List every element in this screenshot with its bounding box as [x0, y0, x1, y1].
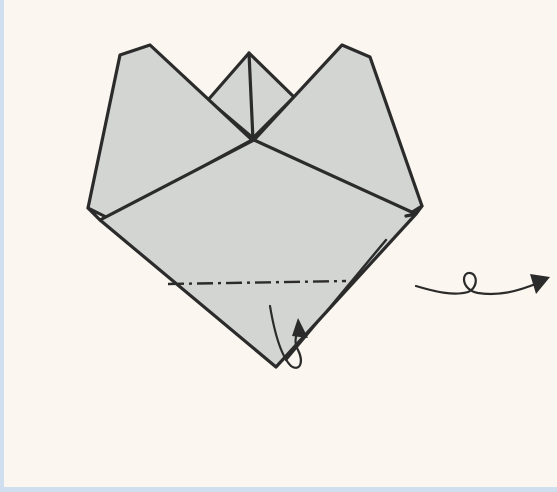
- turn-over-arrow: [416, 273, 550, 294]
- diagram-panel: [8, 0, 557, 487]
- origami-model: [88, 45, 422, 367]
- origami-diagram: [8, 0, 557, 487]
- turn-over-arrowhead: [530, 274, 550, 294]
